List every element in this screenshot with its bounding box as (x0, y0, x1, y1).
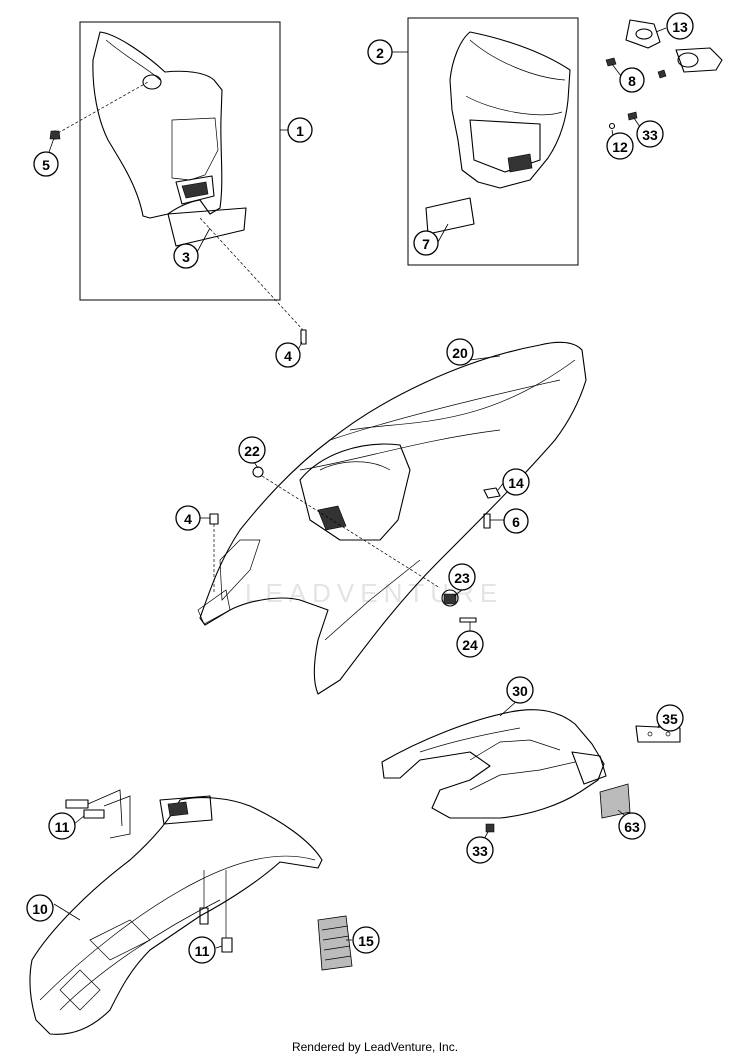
callout-33-top[interactable]: 33 (636, 120, 664, 148)
sticker-part (167, 207, 247, 247)
svg-text:24: 24 (462, 637, 478, 653)
svg-text:8: 8 (628, 73, 636, 89)
svg-text:13: 13 (672, 19, 688, 35)
svg-text:5: 5 (42, 157, 50, 173)
callout-12[interactable]: 12 (606, 132, 634, 160)
footer-credit: Rendered by LeadVenture, Inc. (291, 1040, 459, 1054)
leader-lines (47, 27, 667, 949)
headlight-mask-group (49, 21, 307, 345)
callout-7[interactable]: 7 (413, 230, 439, 256)
part-1-frame (79, 21, 281, 301)
callout-3[interactable]: 3 (173, 243, 199, 269)
callout-30[interactable]: 30 (506, 676, 534, 704)
reflector-part (317, 915, 353, 971)
callout-10[interactable]: 10 (26, 894, 54, 922)
rear-fender-part (199, 341, 587, 695)
svg-text:2: 2 (376, 45, 384, 61)
callout-6[interactable]: 6 (503, 508, 529, 534)
callout-13[interactable]: 13 (666, 12, 694, 40)
callout-2[interactable]: 2 (367, 39, 393, 65)
callout-4-mid[interactable]: 4 (175, 505, 201, 531)
callout-4-top[interactable]: 4 (275, 342, 301, 368)
svg-text:33: 33 (642, 127, 658, 143)
callout-24[interactable]: 24 (456, 630, 484, 658)
svg-text:11: 11 (195, 943, 210, 959)
callout-35[interactable]: 35 (656, 704, 684, 732)
sticker-7-part (425, 197, 475, 235)
hardware-top-right (605, 19, 723, 130)
rear-support-group (381, 709, 681, 833)
svg-text:3: 3 (182, 249, 190, 265)
callout-20[interactable]: 20 (446, 338, 474, 366)
front-fender-part (29, 797, 323, 1035)
callout-11-bottom[interactable]: 11 (188, 936, 216, 964)
svg-text:30: 30 (512, 683, 528, 699)
svg-text:4: 4 (284, 348, 292, 364)
svg-text:6: 6 (512, 514, 520, 530)
rear-fender-group (197, 341, 587, 695)
callout-15[interactable]: 15 (352, 926, 380, 954)
svg-text:63: 63 (624, 819, 640, 835)
callout-22[interactable]: 22 (238, 436, 266, 464)
svg-text:20: 20 (452, 345, 468, 361)
rear-support-part (381, 709, 605, 819)
svg-text:23: 23 (454, 570, 470, 586)
part-2-frame (407, 17, 579, 266)
svg-text:10: 10 (32, 901, 48, 917)
callout-23[interactable]: 23 (448, 563, 476, 591)
svg-text:22: 22 (244, 443, 260, 459)
callout-63[interactable]: 63 (618, 812, 646, 840)
callout-11-top[interactable]: 11 (48, 812, 76, 840)
pad-63-part (599, 783, 631, 819)
headlight-mask-part (92, 31, 223, 219)
headlight-mask-2-group (407, 17, 579, 266)
svg-text:14: 14 (508, 475, 524, 491)
svg-text:15: 15 (358, 933, 374, 949)
svg-text:35: 35 (662, 711, 678, 727)
svg-text:11: 11 (55, 819, 70, 835)
reflector-group (317, 915, 353, 971)
svg-text:12: 12 (612, 139, 628, 155)
callout-33-bottom[interactable]: 33 (466, 836, 494, 864)
headlight-mask-2-part (449, 31, 571, 189)
callout-14[interactable]: 14 (502, 468, 530, 496)
svg-text:4: 4 (184, 511, 192, 527)
svg-text:33: 33 (472, 843, 488, 859)
callout-5[interactable]: 5 (33, 151, 59, 177)
callout-1[interactable]: 1 (287, 117, 313, 143)
svg-text:1: 1 (296, 123, 304, 139)
callout-8[interactable]: 8 (619, 67, 645, 93)
front-fender-group (29, 789, 323, 1035)
svg-text:7: 7 (422, 236, 430, 252)
